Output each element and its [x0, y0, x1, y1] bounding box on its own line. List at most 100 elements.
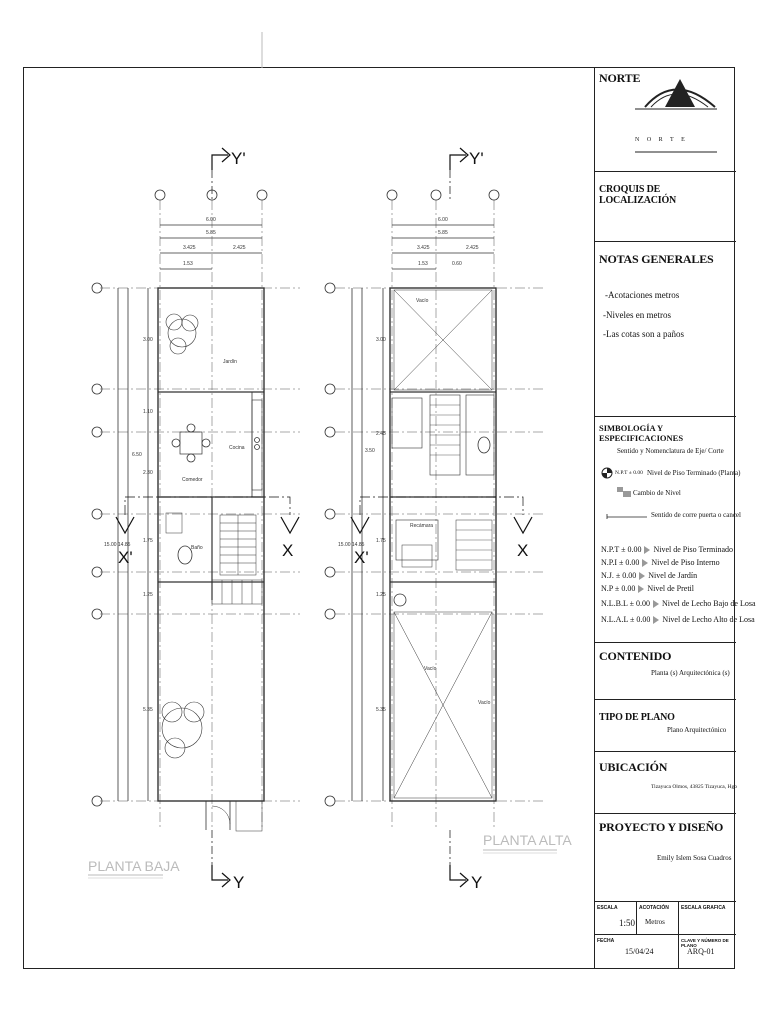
proyecto-value: Emily Islem Sosa Cuadros — [657, 854, 732, 862]
cambio-nivel-icon — [617, 487, 631, 497]
nivel-code: N.L.A.L ± 0.00 — [601, 615, 651, 624]
norte-logo-text: N O R T E — [635, 137, 688, 143]
dim-overall-pb: 15.00 14.85 — [104, 542, 131, 548]
dim-overall-pa: 15.00 14.85 — [338, 542, 365, 548]
room-comedor: Comedor — [182, 477, 203, 483]
contenido-value: Planta (s) Arquitectónica (s) — [651, 669, 730, 677]
proyecto-heading: PROYECTO Y DISEÑO — [599, 820, 724, 834]
triangle-icon — [642, 559, 649, 568]
dim-v1-pb: 3.00 — [143, 337, 153, 343]
dim-v8-pa: 2.45 — [376, 431, 386, 437]
section-label-y-bottom-pa: Y — [471, 873, 482, 892]
nivel-label: Nivel de Piso Terminado — [653, 545, 733, 554]
fecha-row: FECHA 15/04/24 CLAVE Y NÚMERO DE PLANO A… — [595, 935, 736, 969]
dim-right-pb: 2.425 — [233, 245, 246, 251]
triangle-icon — [653, 616, 660, 625]
section-label-x-prime-pa: X' — [354, 548, 369, 567]
contenido-heading: CONTENIDO — [599, 649, 672, 663]
clave-value: ARQ-01 — [687, 947, 715, 956]
nivel-row-5: N.L.B.L ± 0.00 Nivel de Lecho Bajo de Los… — [601, 599, 756, 609]
dim-left-pa: 3.425 — [417, 245, 430, 251]
room-cocina: Cocina — [229, 445, 245, 451]
dim-inner-pb: 5.85 — [206, 230, 216, 236]
dim-v6-pb: 1.25 — [143, 592, 153, 598]
room-vacio-bottom-1: Vacío — [424, 666, 437, 672]
escala-cell: ESCALA 1:50 — [595, 902, 637, 935]
fecha-label: FECHA — [597, 938, 615, 944]
dim-small2-pa: 0.60 — [452, 261, 462, 267]
dim-v4-pb: 2.30 — [143, 470, 153, 476]
escala-grafica-label: ESCALA GRAFICA — [681, 905, 726, 911]
dim-v2-pb: 1.10 — [143, 409, 153, 415]
drawing-sheet-border — [23, 67, 735, 969]
dim-right-pa: 2.425 — [466, 245, 479, 251]
dim-small-pb: 1.53 — [183, 261, 193, 267]
sym-corre-label: Sentido de corre puerta o cancel — [651, 511, 741, 519]
section-label-x-pb: X — [282, 541, 293, 560]
nivel-row-3: N.J. ± 0.00 Nivel de Jardín — [601, 571, 698, 581]
escala-row: ESCALA 1:50 ACOTACIÓN Metros ESCALA GRAF… — [595, 902, 736, 935]
norte-section: NORTE N O R T E — [595, 67, 736, 172]
section-label-x-prime-pb: X' — [118, 548, 133, 567]
planta-alta — [324, 147, 557, 888]
proyecto-section: PROYECTO Y DISEÑO Emily Islem Sosa Cuadr… — [595, 814, 736, 902]
section-label-y-top-pb: Y' — [231, 149, 246, 168]
room-vacio-top: Vacío — [416, 298, 429, 304]
nivel-label: Nivel de Pretil — [647, 584, 694, 593]
room-bano: Baño — [191, 545, 203, 551]
nivel-code: N.P ± 0.00 — [601, 584, 636, 593]
nivel-label: Nivel de Piso Interno — [651, 558, 720, 567]
title-block: NORTE N O R T E CROQUIS DE LOCALIZACIÓN … — [594, 67, 756, 969]
dim-v1-pa: 3.00 — [376, 337, 386, 343]
ubicacion-section: UBICACIÓN Tizayuca Olmos, 43825 Tizayuca… — [595, 752, 737, 814]
nota-item-3: -Las cotas son a paños — [603, 329, 684, 339]
acotacion-label: ACOTACIÓN — [639, 905, 669, 911]
section-label-x-pa: X — [517, 541, 528, 560]
nivel-code: N.L.B.L ± 0.00 — [601, 599, 650, 608]
planta-baja — [88, 147, 300, 888]
tipo-heading: TIPO DE PLANO — [599, 712, 675, 723]
acotacion-value: Metros — [645, 918, 665, 926]
escala-grafica-cell: ESCALA GRAFICA — [679, 902, 736, 935]
croquis-section: CROQUIS DE LOCALIZACIÓN — [595, 172, 736, 242]
nivel-label: Nivel de Lecho Alto de Losa — [662, 615, 755, 624]
door-slide-icon — [606, 514, 647, 519]
dim-small-pa: 1.53 — [418, 261, 428, 267]
nivel-row-6: N.L.A.L ± 0.00 Nivel de Lecho Alto de Los… — [601, 615, 755, 625]
room-jardin: Jardín — [223, 359, 237, 365]
escala-label: ESCALA — [597, 905, 618, 911]
planta-alta-title: PLANTA ALTA — [483, 832, 572, 848]
notas-section: NOTAS GENERALES -Acotaciones metros -Niv… — [595, 242, 736, 417]
room-recamara: Recámara — [410, 523, 433, 529]
clave-cell: CLAVE Y NÚMERO DE PLANO ARQ-01 — [679, 935, 736, 969]
tipo-section: TIPO DE PLANO Plano Arquitectónico — [595, 700, 736, 752]
contenido-section: CONTENIDO Planta (s) Arquitectónica (s) — [595, 643, 736, 700]
sym-cambio-nivel: Cambio de Nivel — [633, 489, 681, 497]
dim-total-pa: 6.00 — [438, 217, 448, 223]
dim-v7-pa: 5.35 — [376, 707, 386, 713]
fecha-cell: FECHA 15/04/24 — [595, 935, 679, 969]
nota-item-2: -Niveles en metros — [603, 310, 671, 320]
nivel-label: Nivel de Jardín — [648, 571, 698, 580]
dim-v5-pb: 1.75 — [143, 538, 153, 544]
norte-heading: NORTE — [599, 71, 641, 85]
section-label-y-top-pa: Y' — [469, 149, 484, 168]
ubicacion-heading: UBICACIÓN — [599, 760, 668, 774]
escala-value: 1:50 — [619, 918, 636, 928]
nivel-code: N.P.T ± 0.00 — [601, 545, 642, 554]
nivel-row-1: N.P.T ± 0.00 Nivel de Piso Terminado — [601, 545, 733, 555]
npt-symbol-icon — [601, 467, 613, 479]
simbologia-section: SIMBOLOGÍA Y ESPECIFICACIONES Sentido y … — [595, 417, 756, 643]
dim-v3-pb: 6.50 — [132, 452, 142, 458]
dim-v6-pa: 1.25 — [376, 592, 386, 598]
nivel-code: N.J. ± 0.00 — [601, 571, 637, 580]
triangle-icon — [638, 585, 645, 594]
section-label-y-bottom-pb: Y — [233, 873, 244, 892]
triangle-icon — [652, 600, 659, 609]
nivel-label: Nivel de Lecho Bajo de Losa — [661, 599, 756, 608]
triangle-icon — [644, 546, 651, 555]
fecha-value: 15/04/24 — [625, 947, 654, 956]
acotacion-cell: ACOTACIÓN Metros — [637, 902, 679, 935]
